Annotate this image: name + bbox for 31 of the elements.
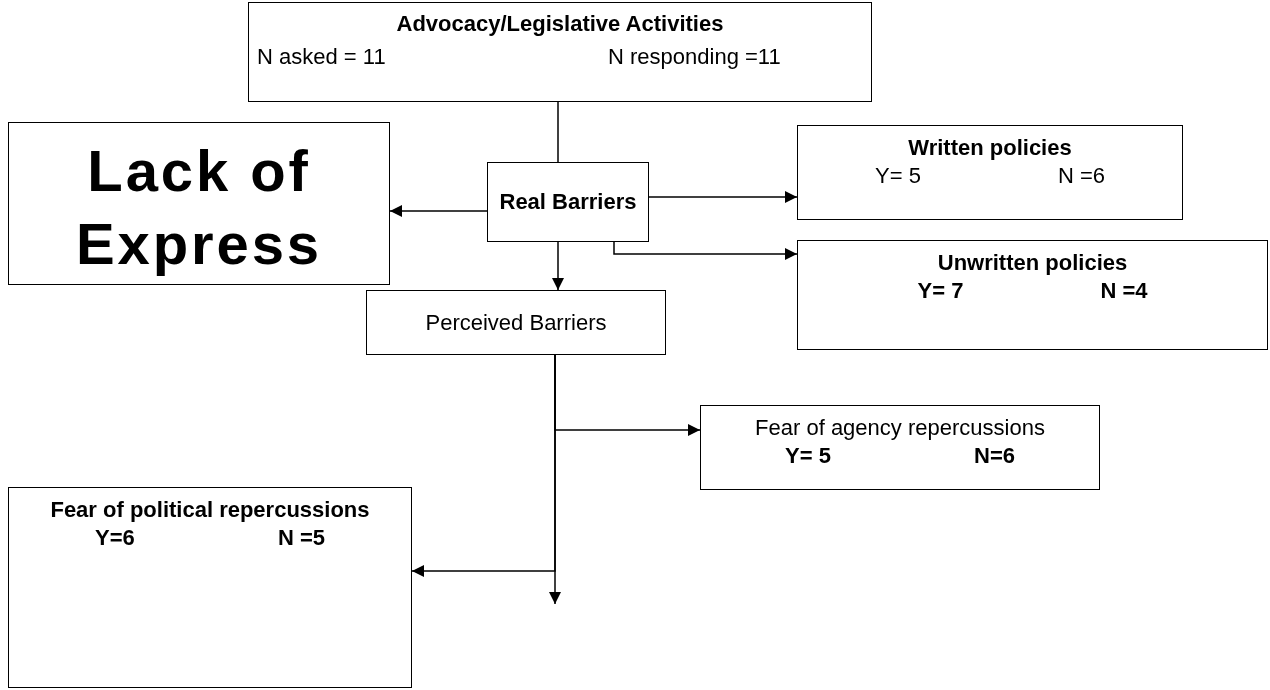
process-box — [248, 2, 872, 102]
count-text: Y= 5 — [875, 161, 921, 189]
box-title: Real Barriers — [499, 188, 637, 216]
process-box — [487, 162, 649, 242]
count-text: N=6 — [974, 441, 1015, 469]
count-text: Y= 5 — [785, 441, 831, 469]
process-box — [797, 125, 1183, 220]
count-text: N asked = 11 — [257, 44, 386, 69]
box-title: Advocacy/Legislative Activities — [396, 10, 724, 38]
count-text: Y= 7 — [917, 276, 964, 304]
process-box — [797, 240, 1268, 350]
process-box — [366, 290, 666, 355]
arrow — [552, 241, 564, 291]
count-text: N =6 — [1057, 161, 1105, 189]
arrow — [613, 241, 798, 260]
process-box — [8, 487, 412, 688]
count-text: N =4 — [1100, 276, 1148, 304]
count-text: Y=6 — [95, 523, 135, 551]
box-title: Lack of Express — [75, 137, 323, 278]
box-title: Unwritten policies — [936, 249, 1129, 277]
arrow — [549, 354, 561, 605]
arrow — [648, 191, 798, 203]
arrow — [389, 205, 488, 217]
box-title: Fear of political repercussions — [49, 496, 371, 524]
count-text: N responding =11 — [608, 44, 781, 69]
count-text: N =5 — [277, 523, 325, 551]
box-title: Perceived Barriers — [425, 309, 607, 337]
box-title: Written policies — [907, 134, 1073, 162]
process-box — [700, 405, 1100, 490]
process-box — [8, 122, 390, 285]
box-title: Fear of agency repercussions — [754, 414, 1046, 442]
